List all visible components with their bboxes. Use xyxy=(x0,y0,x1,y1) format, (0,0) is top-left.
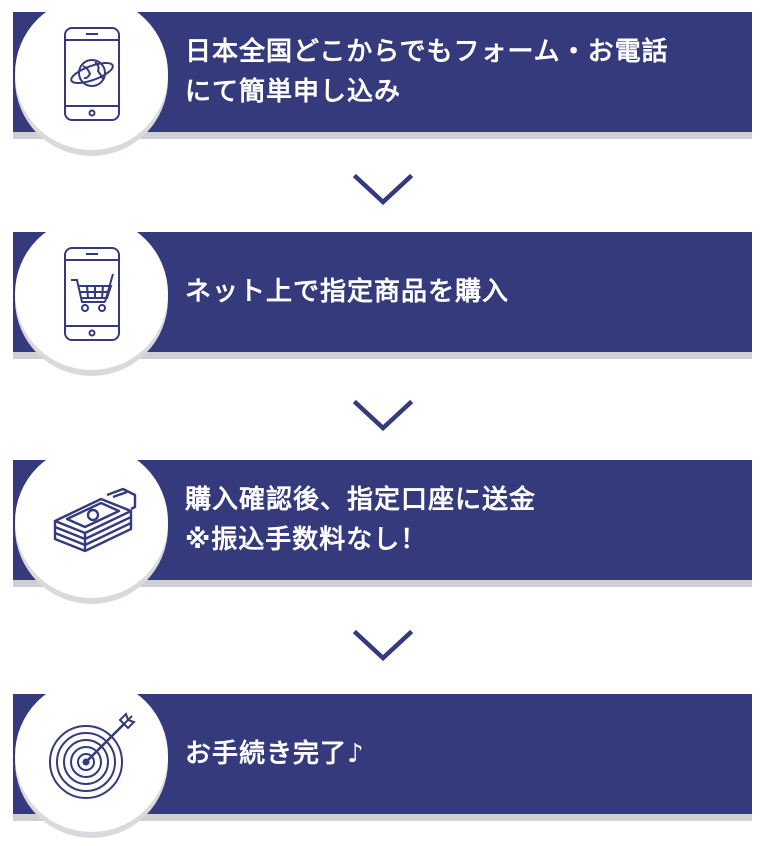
step-text: 購入確認後、指定口座に送金 ※振込手数料なし！ xyxy=(185,460,732,580)
step-icon-circle xyxy=(15,0,168,150)
smartphone-globe-icon xyxy=(63,26,120,121)
step-text-line: お手続き完了♪ xyxy=(185,739,365,769)
step-3: 購入確認後、指定口座に送金 ※振込手数料なし！ xyxy=(13,445,752,598)
chevron-down-icon xyxy=(352,399,414,432)
step-icon-circle xyxy=(15,679,168,832)
step-text-line: ネット上で指定商品を購入 xyxy=(185,277,510,307)
step-text-line: 日本全国どこからでもフォーム・お電話 xyxy=(185,37,669,67)
money-stack-icon xyxy=(53,487,136,552)
step-text-line: 購入確認後、指定口座に送金 xyxy=(185,485,537,515)
step-text: ネット上で指定商品を購入 xyxy=(185,232,732,352)
chevron-down-icon xyxy=(352,173,414,206)
step-text-line: にて簡単申し込み xyxy=(185,77,402,107)
smartphone-cart-icon xyxy=(63,246,120,341)
step-icon-circle xyxy=(15,445,168,598)
step-1: 日本全国どこからでもフォーム・お電話 にて簡単申し込み xyxy=(13,0,752,150)
step-text-line: ※振込手数料なし！ xyxy=(185,525,428,555)
step-icon-circle xyxy=(15,217,168,370)
step-2: ネット上で指定商品を購入 xyxy=(13,217,752,370)
target-dart-icon xyxy=(48,711,136,799)
step-4: お手続き完了♪ xyxy=(13,679,752,832)
step-text: お手続き完了♪ xyxy=(185,694,732,814)
chevron-down-icon xyxy=(352,629,414,662)
step-text: 日本全国どこからでもフォーム・お電話 にて簡単申し込み xyxy=(185,12,732,132)
